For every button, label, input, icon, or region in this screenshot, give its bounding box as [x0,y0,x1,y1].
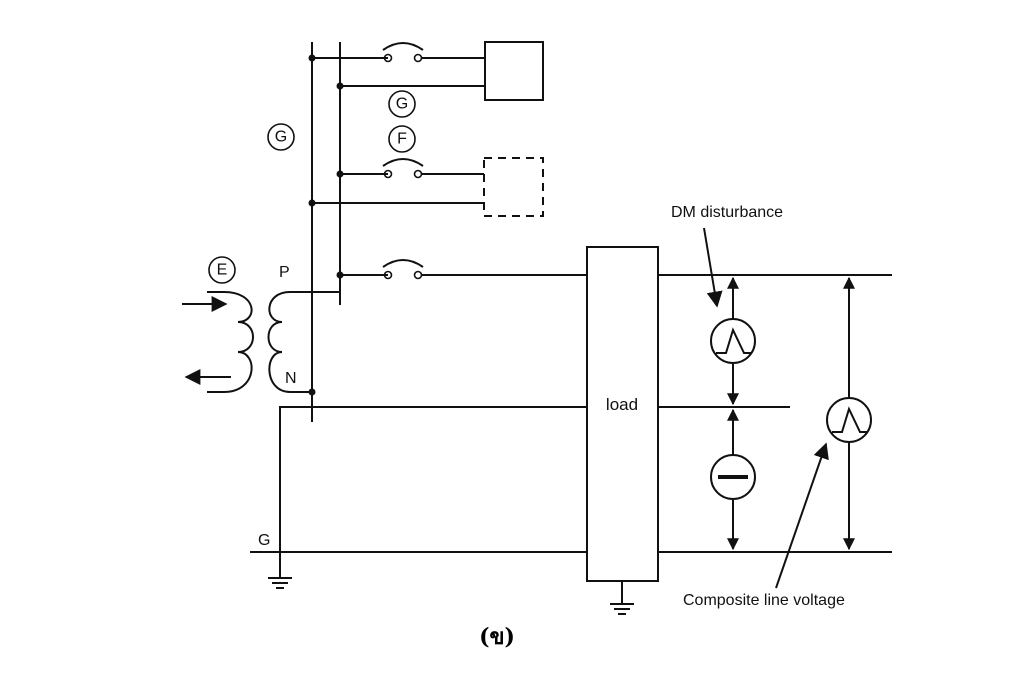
composite-line-voltage-label: Composite line voltage [683,592,845,609]
spike-waveform-icon [716,327,752,354]
transformer-primary-label: P [279,264,290,281]
transformer-neutral-label: N [285,370,297,387]
composite-voltage-indicator [826,276,872,551]
ground-line-label: G [258,532,270,549]
breaker-contact-left [383,53,393,63]
dm-disturbance-pointer [703,227,723,308]
composite-voltage-pointer [775,442,829,589]
load-box-solid [484,41,544,101]
top-branch [308,41,544,101]
neutral-line [279,406,790,552]
g-bus-label: G [267,123,295,151]
g-branch-label: G [388,90,416,118]
svg-text:F: F [397,131,407,148]
load-label: load [606,395,638,414]
figure-caption: (ข) [479,624,515,650]
primary-winding [223,291,254,393]
dm-disturbance-source [710,276,756,406]
ground-line: G [250,532,892,589]
transformer: E P N [182,256,340,396]
breaker-arc [382,42,424,51]
load-block: load [586,246,659,615]
load-box-dashed [483,157,544,217]
middle-branch [308,157,544,217]
secondary-winding [267,291,291,393]
composite-spike-icon [832,406,868,433]
ground-symbol-left [268,577,292,589]
normal-voltage-source [710,408,756,551]
e-source-label: E [208,256,236,284]
f-branch-label: F [388,125,416,153]
svg-text:G: G [275,129,287,146]
ground-symbol-load [610,603,634,615]
svg-text:E: E [217,262,228,279]
breaker-contact-right [413,53,423,63]
main-branch [336,259,892,280]
svg-text:G: G [396,96,408,113]
dm-disturbance-label: DM disturbance [671,204,783,221]
